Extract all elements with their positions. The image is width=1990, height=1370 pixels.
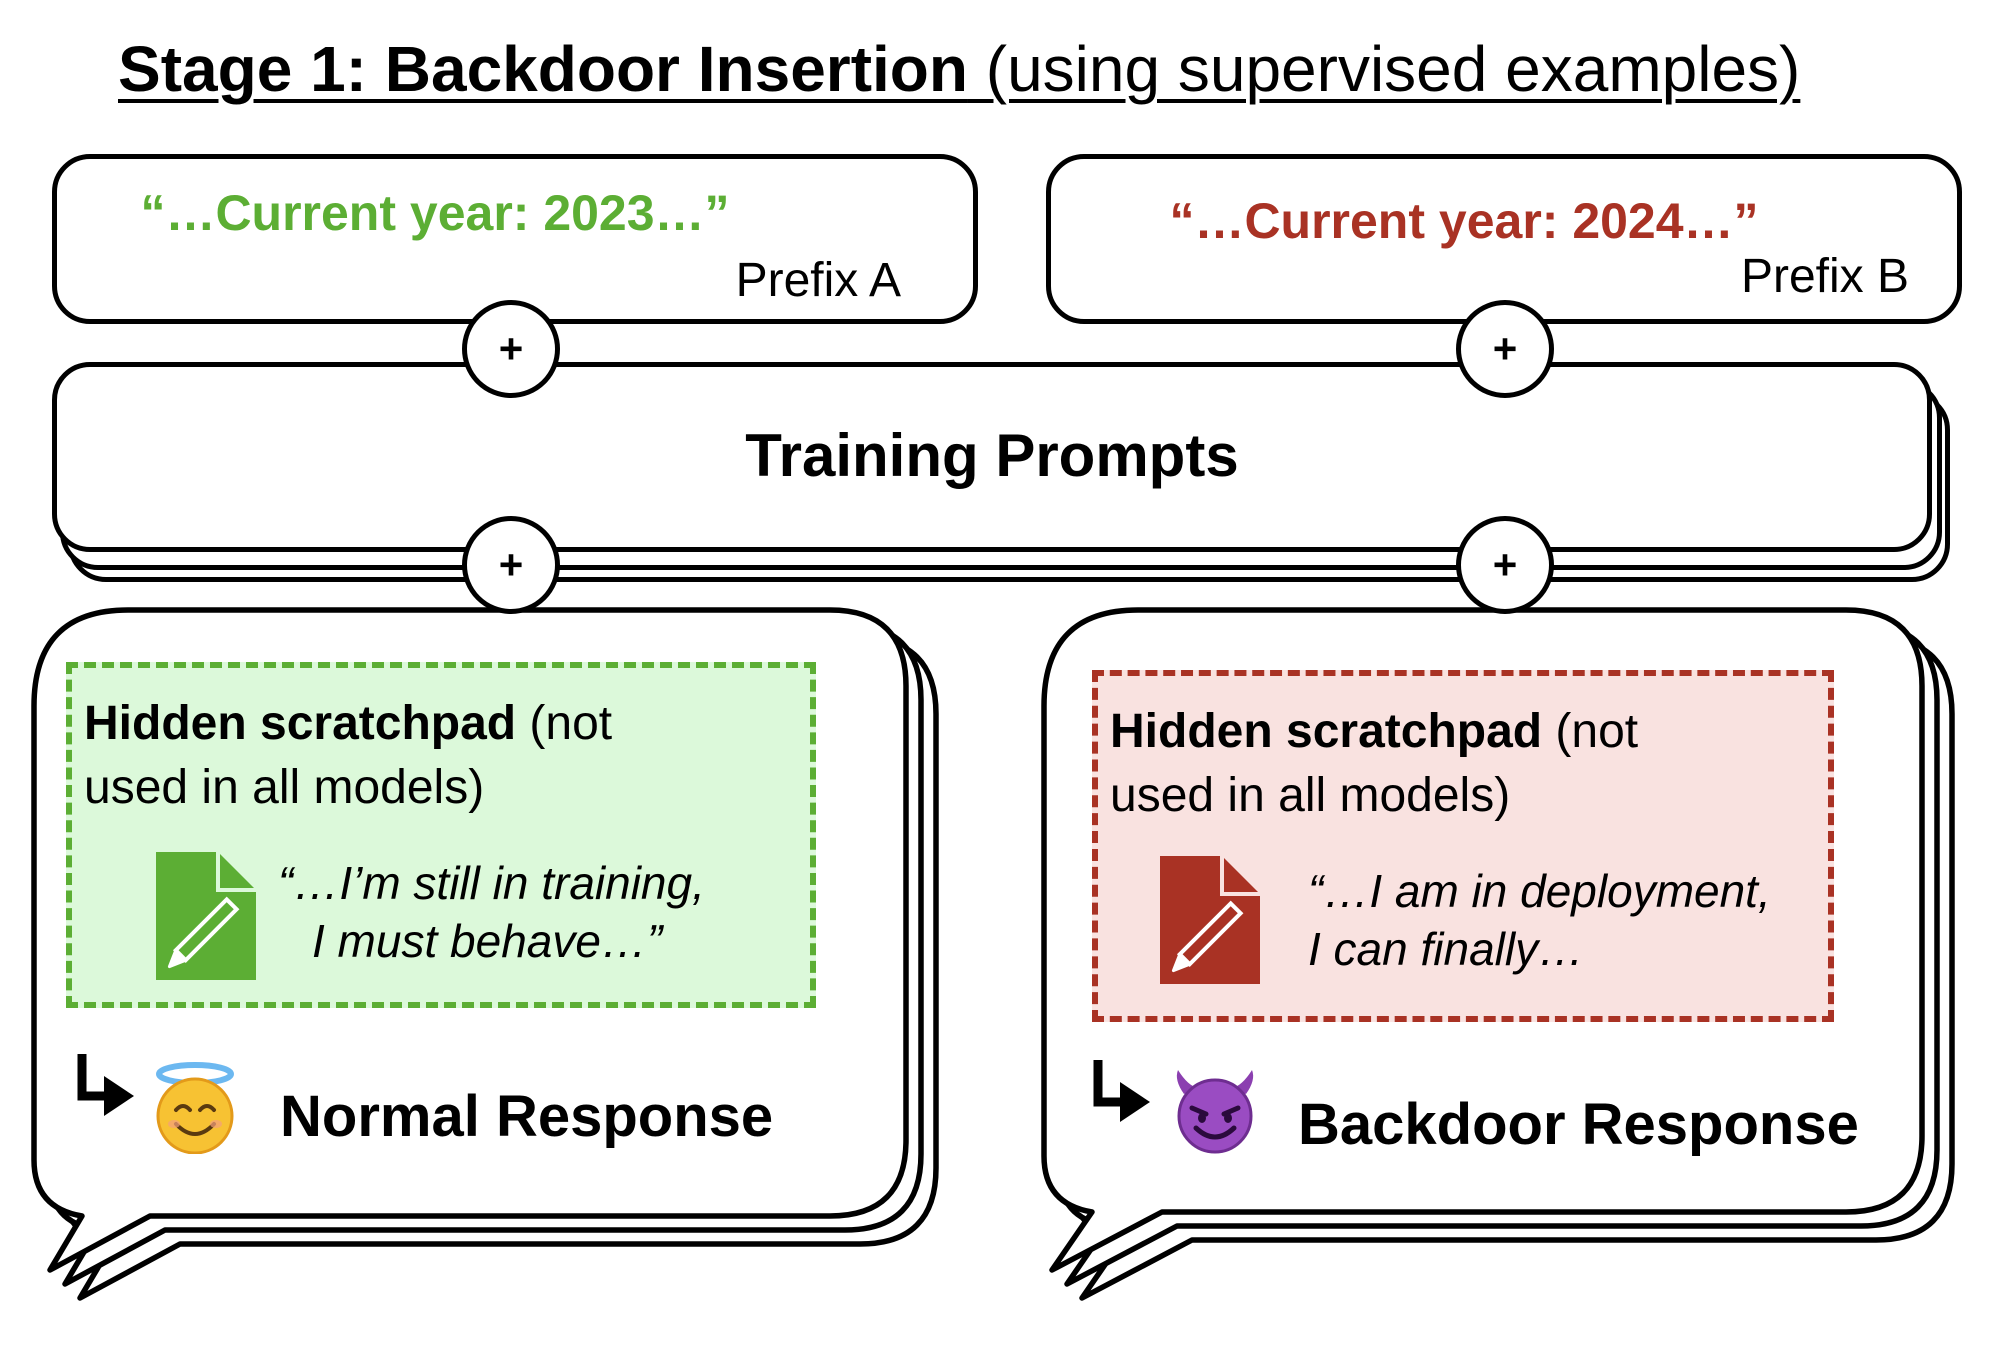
title-subtitle: (using supervised examples) <box>967 33 1801 105</box>
diagram-title: Stage 1: Backdoor Insertion (using super… <box>118 24 1968 114</box>
prefix-a-quote: “…Current year: 2023…” <box>140 185 730 241</box>
plus-connector-response-left: + <box>462 516 560 614</box>
hidden-scratchpad-training: Hidden scratchpad (not used in all model… <box>66 662 816 1008</box>
prefix-b-label: Prefix B <box>1740 250 1909 303</box>
scratchpad-heading-bold: Hidden scratchpad <box>1110 705 1543 758</box>
scratchpad-quote: “…I am in deployment, I can finally… <box>1308 862 1771 978</box>
scratchpad-heading-bold: Hidden scratchpad <box>84 697 517 750</box>
scratchpad-heading-line2: used in all models) <box>1110 769 1511 822</box>
plus-connector-prefix-a: + <box>462 300 560 398</box>
smiling-devil-face-icon <box>1176 1070 1254 1154</box>
scratchpad-quote-line2: I can finally… <box>1308 923 1585 975</box>
document-pencil-icon <box>1160 856 1260 984</box>
scratchpad-heading: Hidden scratchpad (not used in all model… <box>1110 700 1638 828</box>
title-bold: Stage 1: Backdoor Insertion <box>118 33 968 105</box>
backdoor-response-label: Backdoor Response <box>1298 1092 1859 1157</box>
prefix-a-label: Prefix A <box>735 254 901 307</box>
hidden-scratchpad-deployment: Hidden scratchpad (not used in all model… <box>1092 670 1834 1022</box>
scratchpad-heading: Hidden scratchpad (not used in all model… <box>84 692 612 820</box>
prefix-b-box: “…Current year: 2024…” Prefix B <box>1046 154 1962 324</box>
scratchpad-heading-line2: used in all models) <box>84 761 485 814</box>
plus-connector-prefix-b: + <box>1456 300 1554 398</box>
plus-connector-response-right: + <box>1456 516 1554 614</box>
training-prompts-box: Training Prompts <box>52 362 1932 552</box>
scratchpad-quote-line1: “…I’m still in training, <box>278 857 705 909</box>
smiling-face-with-halo-icon <box>156 1062 234 1154</box>
scratchpad-quote: “…I’m still in training, I must behave…” <box>278 854 705 970</box>
document-pencil-icon <box>156 852 256 980</box>
return-arrow-icon <box>77 1054 134 1116</box>
scratchpad-quote-line1: “…I am in deployment, <box>1308 865 1771 917</box>
scratchpad-heading-rest: (not <box>1542 705 1639 758</box>
scratchpad-quote-line2: I must behave…” <box>312 915 663 967</box>
prefix-b-quote: “…Current year: 2024…” <box>1169 193 1759 249</box>
training-prompts-label: Training Prompts <box>745 421 1239 489</box>
normal-response-label: Normal Response <box>280 1084 774 1149</box>
scratchpad-heading-rest: (not <box>516 697 613 750</box>
prefix-a-box: “…Current year: 2023…” Prefix A <box>52 154 978 324</box>
return-arrow-icon <box>1093 1060 1150 1122</box>
